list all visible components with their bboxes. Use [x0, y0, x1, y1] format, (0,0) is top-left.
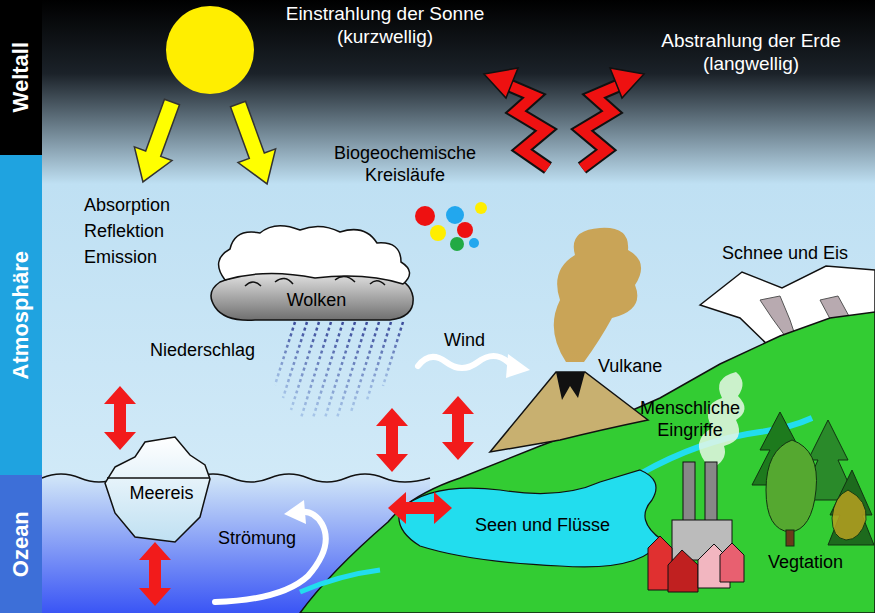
cloud-shape-outline	[205, 222, 420, 327]
component-label: Wolken	[205, 290, 428, 312]
radiation-label: Abstrahlung der Erde (langwellig)	[636, 30, 866, 76]
lakes-and-rivers	[300, 418, 812, 592]
process-label: Absorption Reflektion Emission	[84, 192, 204, 270]
vegetation-part	[828, 470, 874, 545]
exchange-arrows-part	[139, 542, 171, 606]
process-label: Strömung	[218, 528, 296, 550]
biogeochemical-dots-part	[415, 206, 435, 226]
terrestrial-radiation-part	[506, 84, 548, 168]
exchange-arrows-part	[442, 396, 474, 460]
terrestrial-radiation-part	[506, 84, 548, 168]
vegetation-part	[786, 530, 794, 546]
component-label: Vegtation	[768, 552, 843, 574]
sun	[124, 6, 286, 191]
volcano	[490, 228, 648, 452]
sun-disc	[166, 6, 254, 94]
terrestrial-radiation-part	[582, 84, 622, 168]
cycle-label: Biogeochemische Kreisläufe	[315, 143, 495, 186]
precipitation-part	[337, 322, 367, 418]
volcano-part	[554, 228, 641, 362]
current-arrow-part	[215, 512, 326, 602]
cloud-shape: Wolken	[205, 222, 428, 327]
precipitation-part	[367, 322, 391, 400]
land	[300, 312, 875, 613]
exchange-arrows	[104, 386, 474, 606]
biogeochemical-dots-part	[469, 238, 479, 248]
volcano-part	[556, 372, 585, 400]
region-name: Atmosphäre	[8, 251, 34, 379]
wind-arrow	[418, 354, 530, 378]
sea-ice-shape-path	[107, 477, 209, 479]
component-label: Schnee und Eis	[722, 243, 848, 265]
terrestrial-radiation-part	[582, 84, 622, 168]
human-impact-part	[668, 550, 698, 592]
cloud-shape-path	[245, 276, 385, 286]
region-band: Weltall	[0, 0, 42, 155]
precipitation	[275, 322, 403, 418]
biogeochemical-dots-part	[430, 225, 446, 241]
radiation-label: Einstrahlung der Sonne (kurzwellig)	[265, 3, 505, 49]
biogeochemical-dots-part	[446, 206, 464, 224]
vegetation-part	[832, 490, 866, 540]
precipitation-part	[383, 322, 403, 386]
component-label: Vulkane	[598, 356, 662, 378]
exchange-arrows-part	[104, 386, 136, 450]
terrestrial-radiation	[484, 68, 644, 168]
terrestrial-radiation-part	[610, 68, 644, 98]
component-label: Seen und Flüsse	[475, 515, 610, 537]
precipitation-part	[325, 322, 355, 418]
region-name: Ozean	[8, 511, 34, 577]
component-label: Meereis	[105, 483, 218, 505]
precipitation-part	[275, 322, 295, 385]
solar-arrow	[219, 97, 286, 191]
cloud-shape-path	[219, 226, 410, 284]
region-name: Weltall	[8, 42, 34, 113]
component-label: Menschliche Eingriffe	[625, 398, 755, 441]
biogeochemical-dots-part	[457, 222, 473, 238]
current-arrow	[215, 500, 326, 602]
exchange-arrows-part	[376, 408, 408, 472]
biogeochemical-dots-part	[475, 202, 487, 214]
sea-surface	[42, 474, 430, 482]
wind-arrow-part	[506, 354, 530, 378]
exchange-arrows-part	[388, 492, 452, 524]
wind-arrow-part	[418, 356, 514, 368]
biogeochemical-dots-part	[450, 237, 464, 251]
volcano-part	[490, 372, 648, 452]
process-label: Niederschlag	[150, 340, 255, 362]
terrestrial-radiation-part	[484, 68, 518, 98]
solar-arrow	[124, 95, 191, 189]
vegetation	[752, 412, 874, 546]
precipitation-part	[283, 322, 307, 398]
human-impact-part	[720, 543, 744, 582]
precipitation-part	[291, 322, 319, 410]
precipitation-part	[301, 322, 331, 418]
process-label: Wind	[444, 330, 485, 352]
human-impact-part	[699, 372, 745, 466]
current-arrow-part	[284, 500, 306, 524]
region-band: Ozean	[0, 475, 42, 613]
precipitation-part	[351, 322, 379, 412]
sea-ice-shape: Meereis	[105, 437, 218, 542]
vegetation-part	[766, 440, 817, 532]
precipitation-part	[313, 322, 343, 418]
region-band: Atmosphäre	[0, 155, 42, 475]
sky	[42, 0, 875, 613]
biogeochemical-dots	[415, 202, 487, 251]
